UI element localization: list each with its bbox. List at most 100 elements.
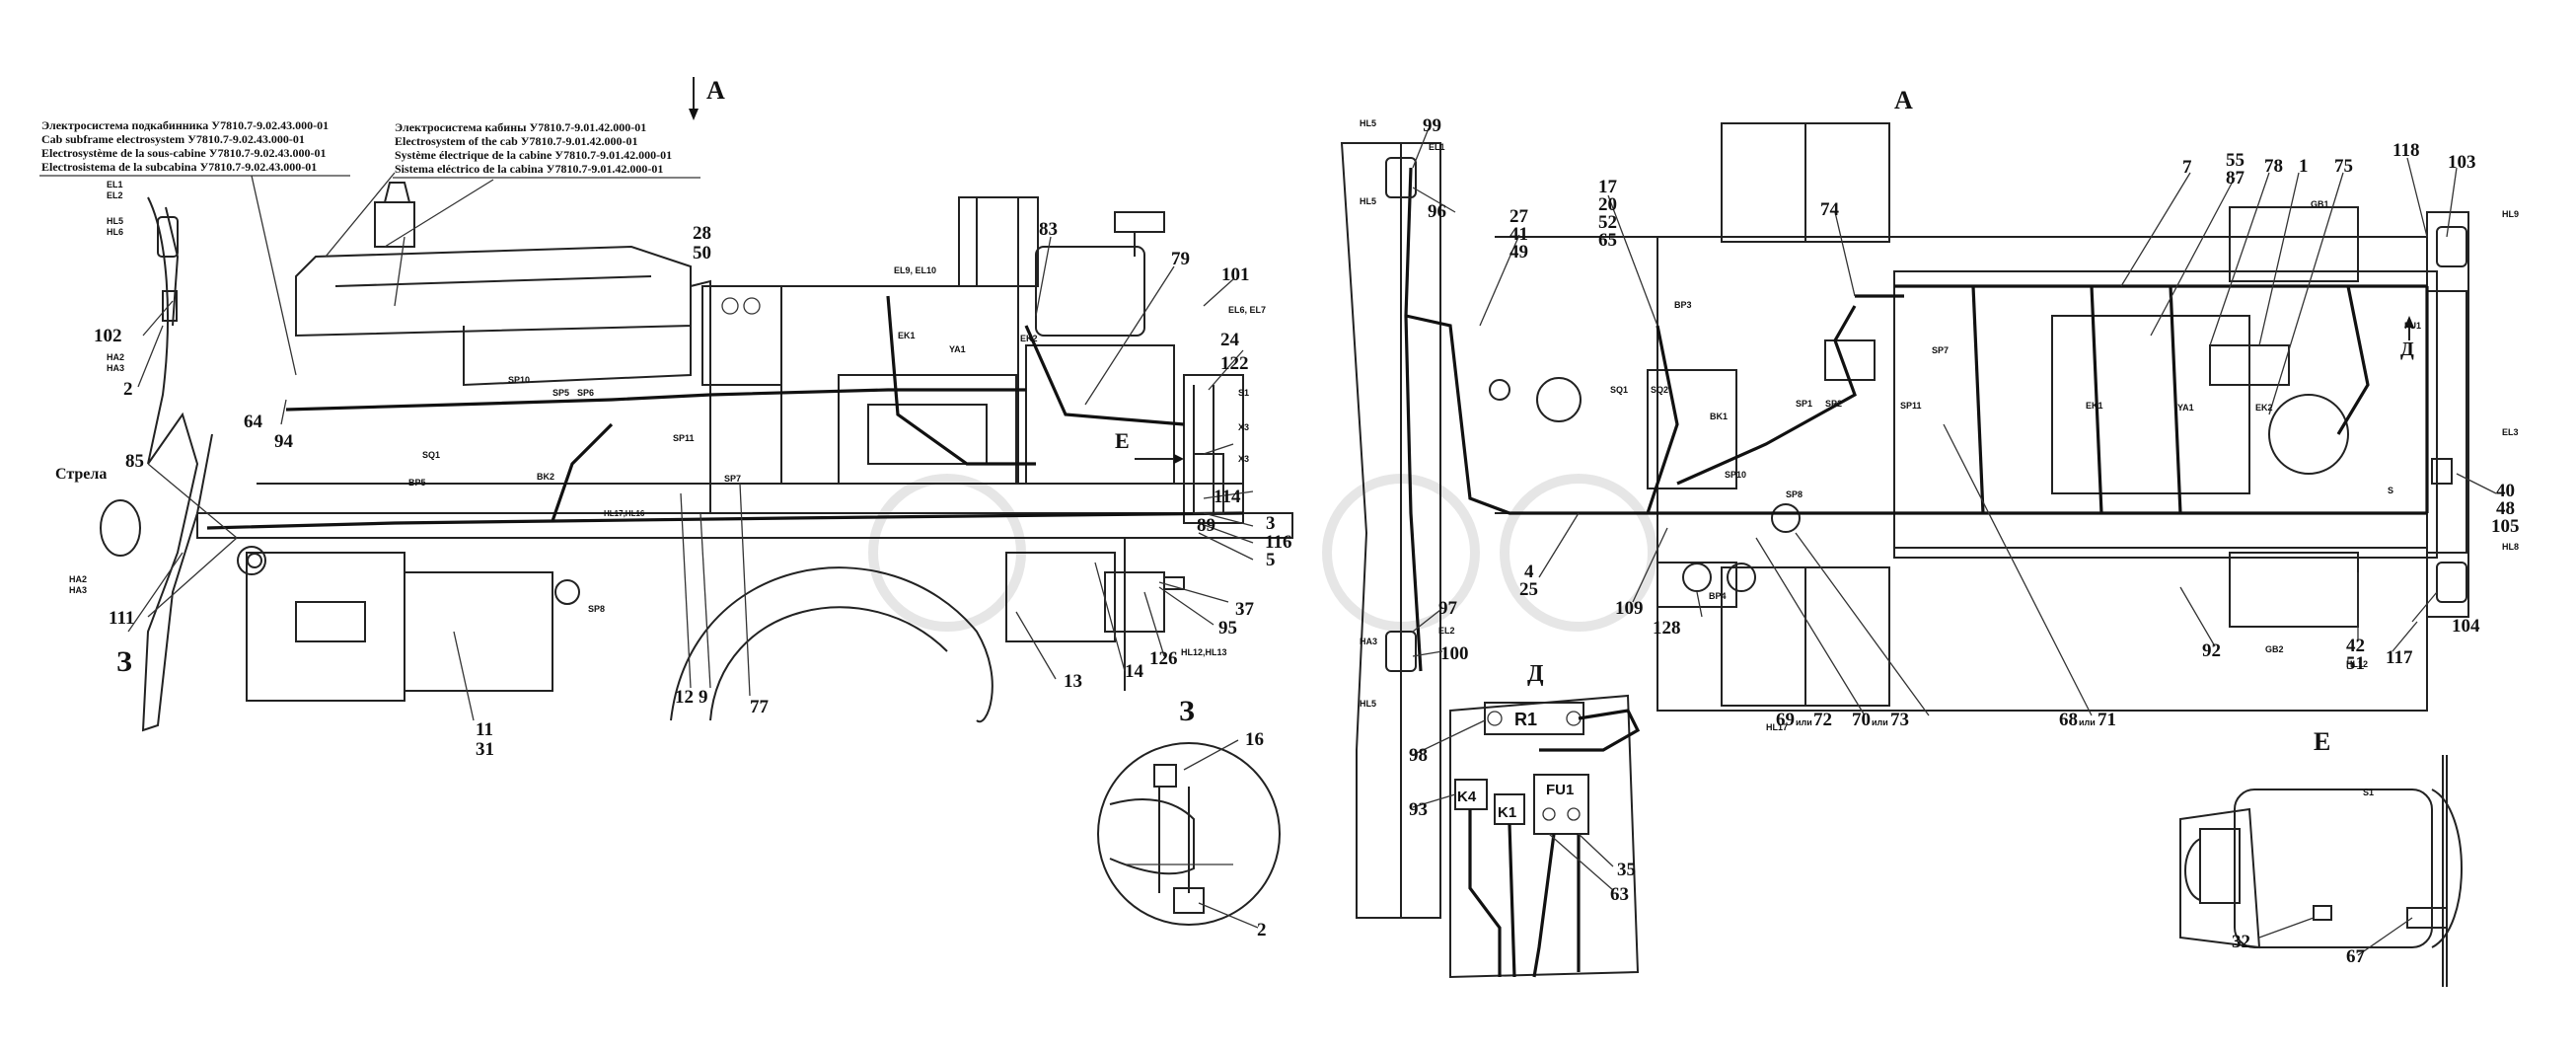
detail-e-callout-67: 67 xyxy=(2346,946,2366,967)
label-x3-a: X3 xyxy=(1238,422,1249,432)
callout-101: 101 xyxy=(1221,264,1250,285)
callout-25: 25 xyxy=(1519,579,1538,600)
callout-50: 50 xyxy=(693,243,711,263)
detail-d-callout-93: 93 xyxy=(1409,799,1428,820)
callout-20: 20 xyxy=(1598,194,1617,215)
header-right-line-4: Sistema eléctrico de la cabina У7810.7-9… xyxy=(395,162,663,176)
label-hl17: HL17,HL16 xyxy=(604,509,645,518)
label-sp11: SP11 xyxy=(673,433,695,443)
header-left-line-4: Electrosistema de la subcabina У7810.7-9… xyxy=(41,160,317,174)
callout-24: 24 xyxy=(1220,330,1240,350)
callout-11: 11 xyxy=(476,719,493,740)
label-ha3-b: HA3 xyxy=(69,585,87,595)
label-top-hl5-a: HL5 xyxy=(1360,118,1376,128)
callout-122: 122 xyxy=(1220,353,1249,374)
label-hl5: HL5 xyxy=(107,216,123,226)
detail-d-fu1: FU1 xyxy=(1546,782,1574,798)
label-top-ek1: EK1 xyxy=(2086,401,2103,411)
callout-73: 73 xyxy=(1890,710,1909,730)
callout-49: 49 xyxy=(1509,242,1528,263)
callout-51: 51 xyxy=(2346,653,2365,674)
side-callouts: 28 50 83 79 101 24 122 89 114 3 116 5 37… xyxy=(55,180,1291,760)
label-sp6: SP6 xyxy=(577,388,594,398)
label-top-sp1: SP1 xyxy=(1796,399,1812,409)
view-arrow-a: А xyxy=(689,76,725,120)
callout-3: 3 xyxy=(1266,513,1276,534)
label-top-sp8: SP8 xyxy=(1786,489,1803,499)
callout-118: 118 xyxy=(2392,140,2419,161)
callout-69: 69 xyxy=(1776,710,1795,730)
label-sp7: SP7 xyxy=(724,474,741,484)
label-ek2: EK2 xyxy=(1020,334,1038,343)
label-x3-b: X3 xyxy=(1238,454,1249,464)
label-top-sq2: SQ2 xyxy=(1651,385,1668,395)
callout-37: 37 xyxy=(1235,599,1255,620)
label-sp5: SP5 xyxy=(552,388,569,398)
callout-42: 42 xyxy=(2346,636,2365,656)
callout-55: 55 xyxy=(2226,150,2245,171)
detail-d: Д R1 K4 K1 FU1 98 93 35 63 xyxy=(1409,661,1641,979)
callout-97: 97 xyxy=(1438,598,1458,619)
label-s1: S1 xyxy=(1238,388,1249,398)
label-top-bp4: BP4 xyxy=(1709,591,1727,601)
callout-126: 126 xyxy=(1149,648,1178,669)
callout-27: 27 xyxy=(1509,206,1529,227)
callout-71: 71 xyxy=(2098,710,2116,730)
callout-9: 9 xyxy=(699,687,708,708)
callout-117: 117 xyxy=(2386,647,2413,668)
label-strela: Стрела xyxy=(55,466,107,483)
arrow-d-label: Д xyxy=(2400,338,2414,360)
header-left-line-1: Электросистема подкабинника У7810.7-9.02… xyxy=(41,118,329,132)
label-top-ya1: YA1 xyxy=(2177,403,2194,413)
label-ili-69: или xyxy=(1796,717,1812,727)
callout-64: 64 xyxy=(244,412,263,432)
callout-99: 99 xyxy=(1423,115,1441,136)
detail-e-s1: S1 xyxy=(2363,788,2374,797)
callout-104: 104 xyxy=(2452,616,2480,637)
label-ha2: HA2 xyxy=(107,352,124,362)
top-view-title: А xyxy=(1894,86,1913,114)
label-top-sp10: SP10 xyxy=(1725,470,1746,480)
label-top-hl5-b: HL5 xyxy=(1360,196,1376,206)
label-bp5: BP5 xyxy=(408,478,426,488)
label-ili-68: или xyxy=(2079,717,2096,727)
callout-7: 7 xyxy=(2182,157,2192,178)
callout-5: 5 xyxy=(1266,550,1276,570)
callout-12: 12 xyxy=(675,687,694,708)
label-top-ek2: EK2 xyxy=(2255,403,2273,413)
detail-z-callout-2: 2 xyxy=(1257,920,1267,940)
detail-z-marker: З xyxy=(116,645,132,678)
callout-4: 4 xyxy=(1524,562,1534,582)
callout-28: 28 xyxy=(693,223,711,244)
detail-d-title: Д xyxy=(1527,661,1544,687)
detail-d-callout-63: 63 xyxy=(1610,884,1629,905)
top-view: А xyxy=(1340,86,2497,919)
callout-52: 52 xyxy=(1598,212,1617,233)
detail-d-k1: K1 xyxy=(1498,804,1516,821)
detail-z-callout-16: 16 xyxy=(1245,729,1264,750)
side-view xyxy=(100,172,1293,732)
label-ili-70: или xyxy=(1872,717,1888,727)
callout-14: 14 xyxy=(1125,661,1144,682)
view-arrow-a-label: А xyxy=(706,76,725,105)
callout-96: 96 xyxy=(1428,201,1446,222)
label-el9: EL9, EL10 xyxy=(894,265,936,275)
label-top-sp11: SP11 xyxy=(1900,401,1922,411)
label-el2: EL2 xyxy=(107,190,123,200)
callout-75: 75 xyxy=(2334,156,2353,177)
callout-65: 65 xyxy=(1598,230,1617,251)
callout-128: 128 xyxy=(1653,618,1681,639)
callout-31: 31 xyxy=(476,739,494,760)
callout-89: 89 xyxy=(1197,515,1215,536)
detail-d-callout-98: 98 xyxy=(1409,745,1428,766)
callout-95: 95 xyxy=(1218,618,1237,639)
callout-13: 13 xyxy=(1064,671,1082,692)
callout-2: 2 xyxy=(123,379,133,400)
label-top-el1: EL1 xyxy=(1429,142,1445,152)
label-ha3: HA3 xyxy=(107,363,124,373)
top-callouts: 99 96 27 41 49 17 20 52 65 74 7 55 87 78… xyxy=(1360,115,2520,732)
callout-87: 87 xyxy=(2226,168,2245,188)
callout-41: 41 xyxy=(1509,224,1528,245)
callout-105: 105 xyxy=(2491,516,2520,537)
